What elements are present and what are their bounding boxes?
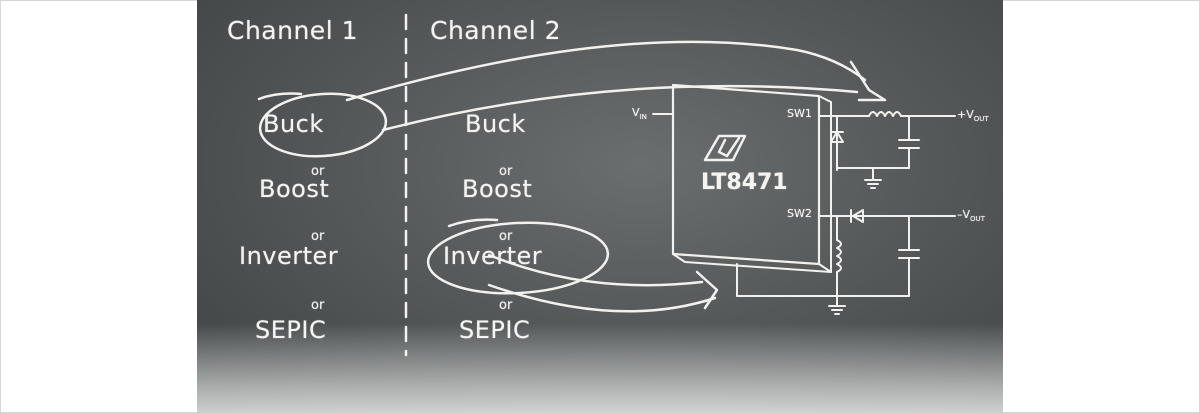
channel2-option-inverter: Inverter [443,242,543,270]
ic-body-side [818,95,832,273]
inverter-arrow-lower [487,283,717,313]
inverter-circle [426,221,610,295]
channel1-option-boost: Boost [259,175,330,203]
vout-positive-label: +VOUT [957,108,989,124]
sw2-inductor [836,239,842,273]
sw1-pin-label: SW1 [787,107,812,120]
vout-negative-label: –VOUT [957,208,985,224]
buck-circle-tail [257,92,303,101]
channel1-option-inverter: Inverter [239,242,339,270]
channel1-header: Channel 1 [227,16,358,45]
inverter-circle-tail [447,218,499,228]
sw1-ground-icon [864,179,882,189]
chalk-drawing [257,13,956,357]
inverter-arrow-upper [487,253,704,287]
channel2-option-buck: Buck [465,110,526,138]
channel1-option-sepic: SEPIC [255,316,327,344]
channel1-option-buck: Buck [263,110,324,138]
lt-logo-icon [703,134,747,162]
chalkboard: Channel 1 Channel 2 Buck or Boost or Inv… [197,0,1003,413]
sw2-pin-label: SW2 [787,207,812,220]
sw2-diode [850,209,864,223]
buck-circle [258,92,388,158]
sw1-inductor [868,111,902,117]
chip-part-number: LT8471 [701,170,788,195]
channel2-or-1: or [499,164,513,179]
channel1-or-1: or [311,164,325,179]
channel2-option-sepic: SEPIC [459,316,531,344]
vin-label: VIN [632,106,647,122]
ic-body-bottom [672,253,832,273]
channel2-or-2: or [499,229,513,244]
inverter-arrowhead [695,270,719,310]
channel2-header: Channel 2 [430,16,561,45]
channel1-or-2: or [311,229,325,244]
sw2-ground-icon [828,305,846,315]
buck-arrow-lower [381,84,859,132]
channel2-or-3: or [499,298,513,313]
sw1-diode [830,131,844,143]
channel2-option-boost: Boost [462,175,533,203]
buck-arrow-upper [345,40,867,102]
buck-arrowhead [849,60,887,102]
channel1-or-3: or [311,298,325,313]
